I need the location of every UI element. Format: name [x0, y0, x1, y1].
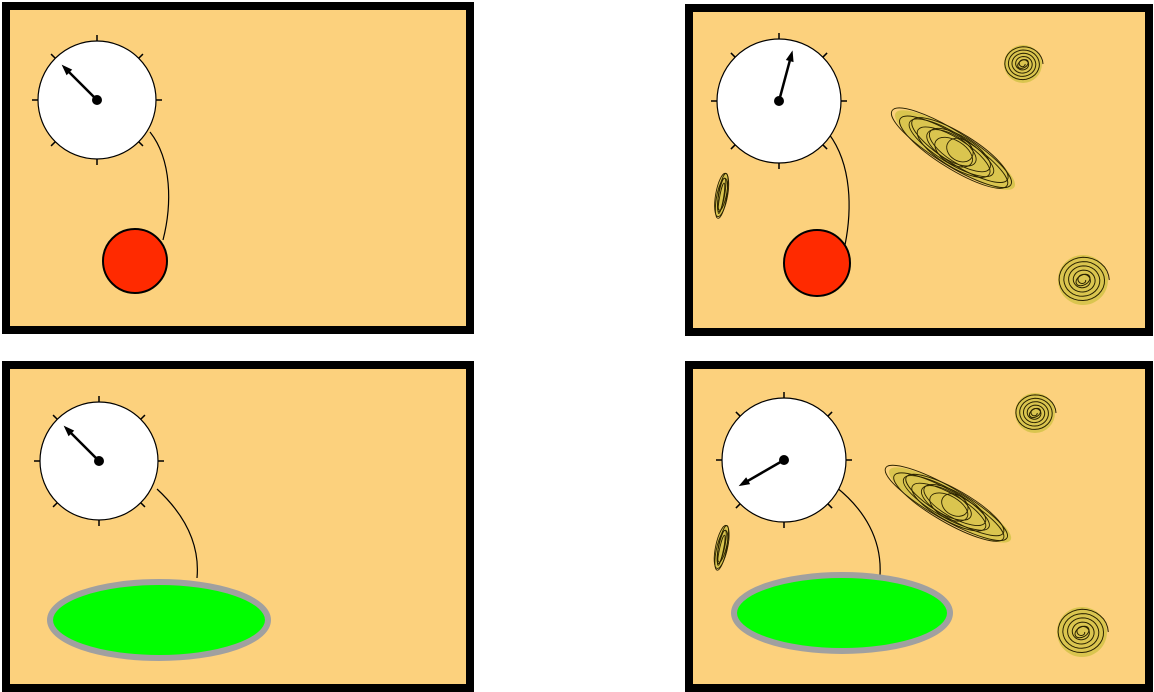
dial-gauge	[34, 396, 164, 526]
dial-gauge	[711, 33, 847, 169]
panel-top-right	[689, 8, 1149, 332]
panel-bottom-right	[689, 365, 1149, 688]
spiral-fill	[1057, 607, 1107, 657]
dial-hub	[94, 456, 104, 466]
green-pad	[734, 575, 950, 651]
dial-gauge	[32, 35, 162, 165]
green-pad	[50, 582, 268, 658]
dial-hub	[92, 95, 102, 105]
dial-gauge	[716, 392, 852, 528]
spiral-fill	[1058, 255, 1108, 305]
red-ball	[784, 230, 850, 296]
dial-hub	[774, 96, 784, 106]
panel-top-left	[6, 6, 470, 330]
panel-bottom-left	[6, 365, 470, 688]
red-ball	[103, 229, 167, 293]
dial-hub	[779, 455, 789, 465]
